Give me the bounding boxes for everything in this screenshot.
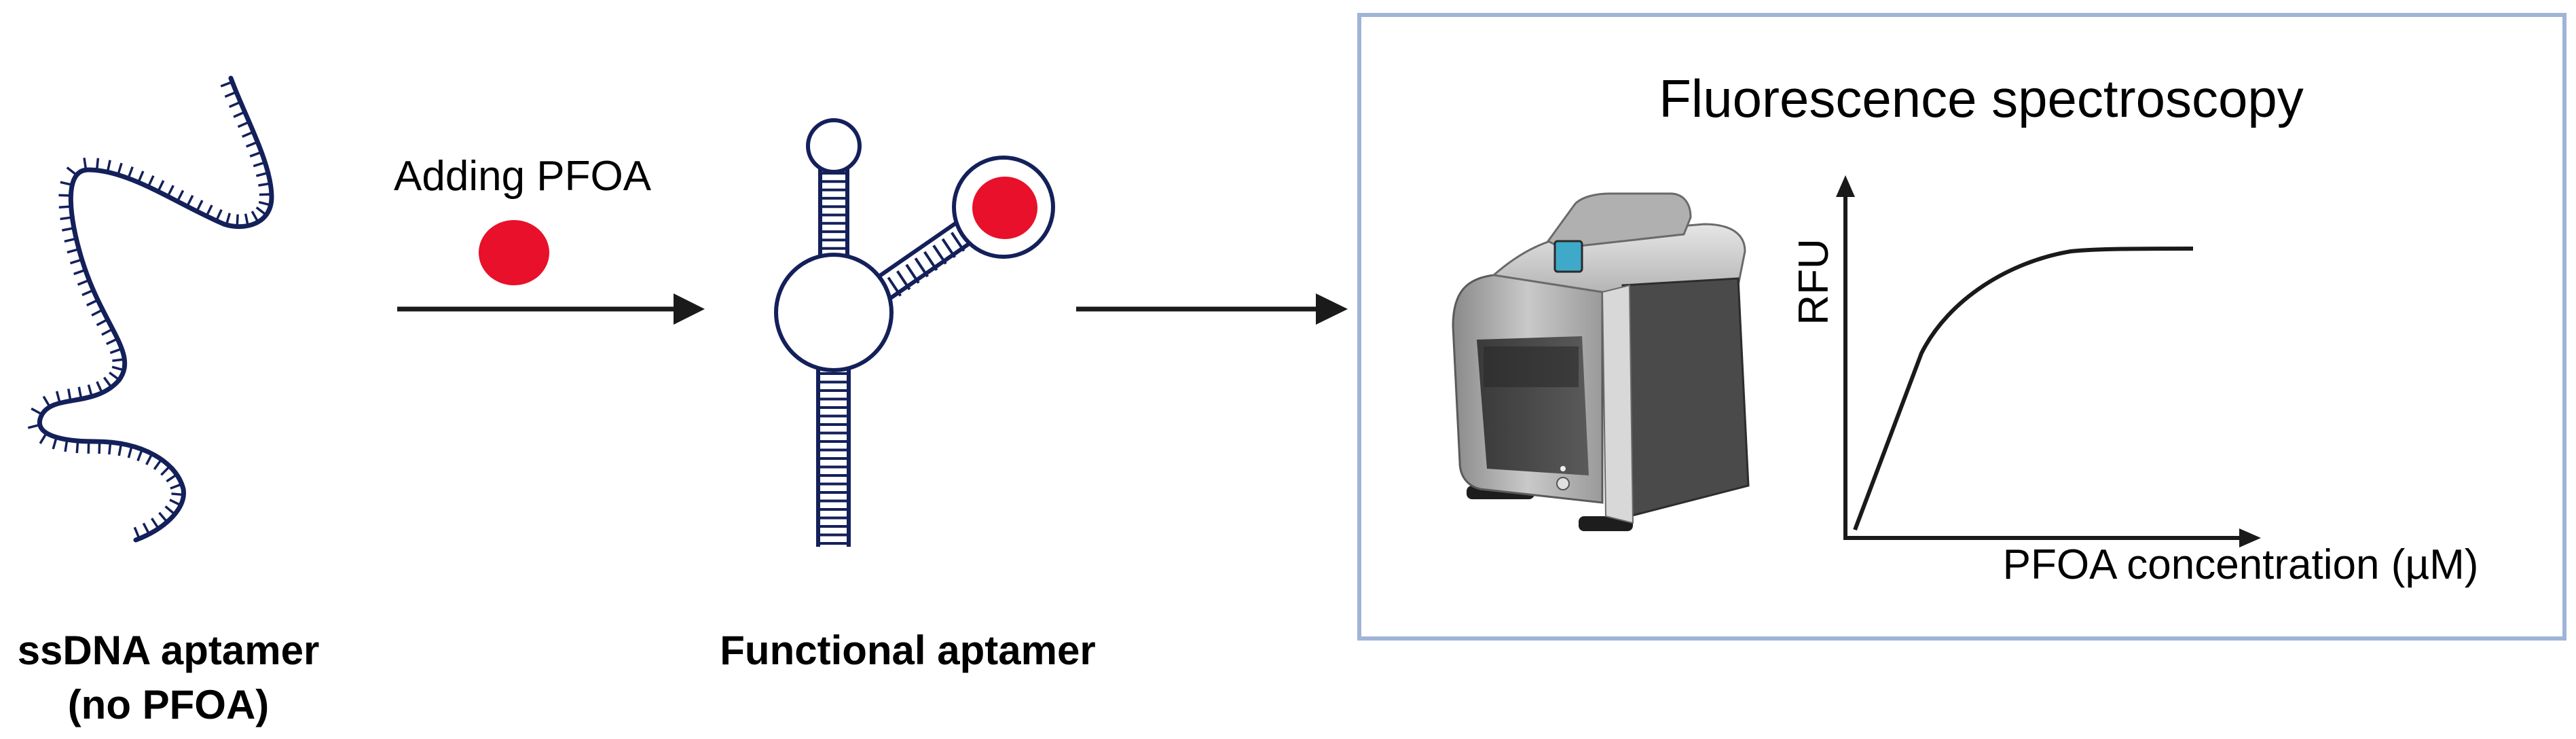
spectroscopy-panel: [1357, 13, 2566, 641]
pfoa-bound: [972, 177, 1037, 239]
y-axis-arrowhead: [1836, 175, 1855, 197]
binding-curve-chart: RFU PFOA concentration (µM): [1790, 175, 2478, 588]
saturation-curve: [1853, 247, 2194, 531]
ssdna-label-line1: ssDNA aptamer: [18, 628, 320, 673]
panel-title: Fluorescence spectroscopy: [1659, 69, 2303, 128]
x-axis-label: PFOA concentration (µM): [2003, 541, 2479, 588]
ssdna-strand-icon: [27, 75, 274, 543]
functional-label: Functional aptamer: [720, 628, 1095, 673]
arrow-to-spectroscopy: [1076, 293, 1348, 325]
ssdna-bases: [27, 80, 272, 539]
pfoa-molecule: [479, 220, 549, 285]
x-axis-arrowhead: [2239, 528, 2261, 547]
spectrofluorometer-icon: [1452, 192, 1750, 531]
y-axis-label: RFU: [1790, 238, 1837, 325]
arrow-label: Adding PFOA: [394, 153, 652, 200]
arrow-adding: [397, 293, 705, 325]
ssdna-backbone: [37, 75, 274, 543]
ssdna-label-line2: (no PFOA): [68, 682, 270, 727]
